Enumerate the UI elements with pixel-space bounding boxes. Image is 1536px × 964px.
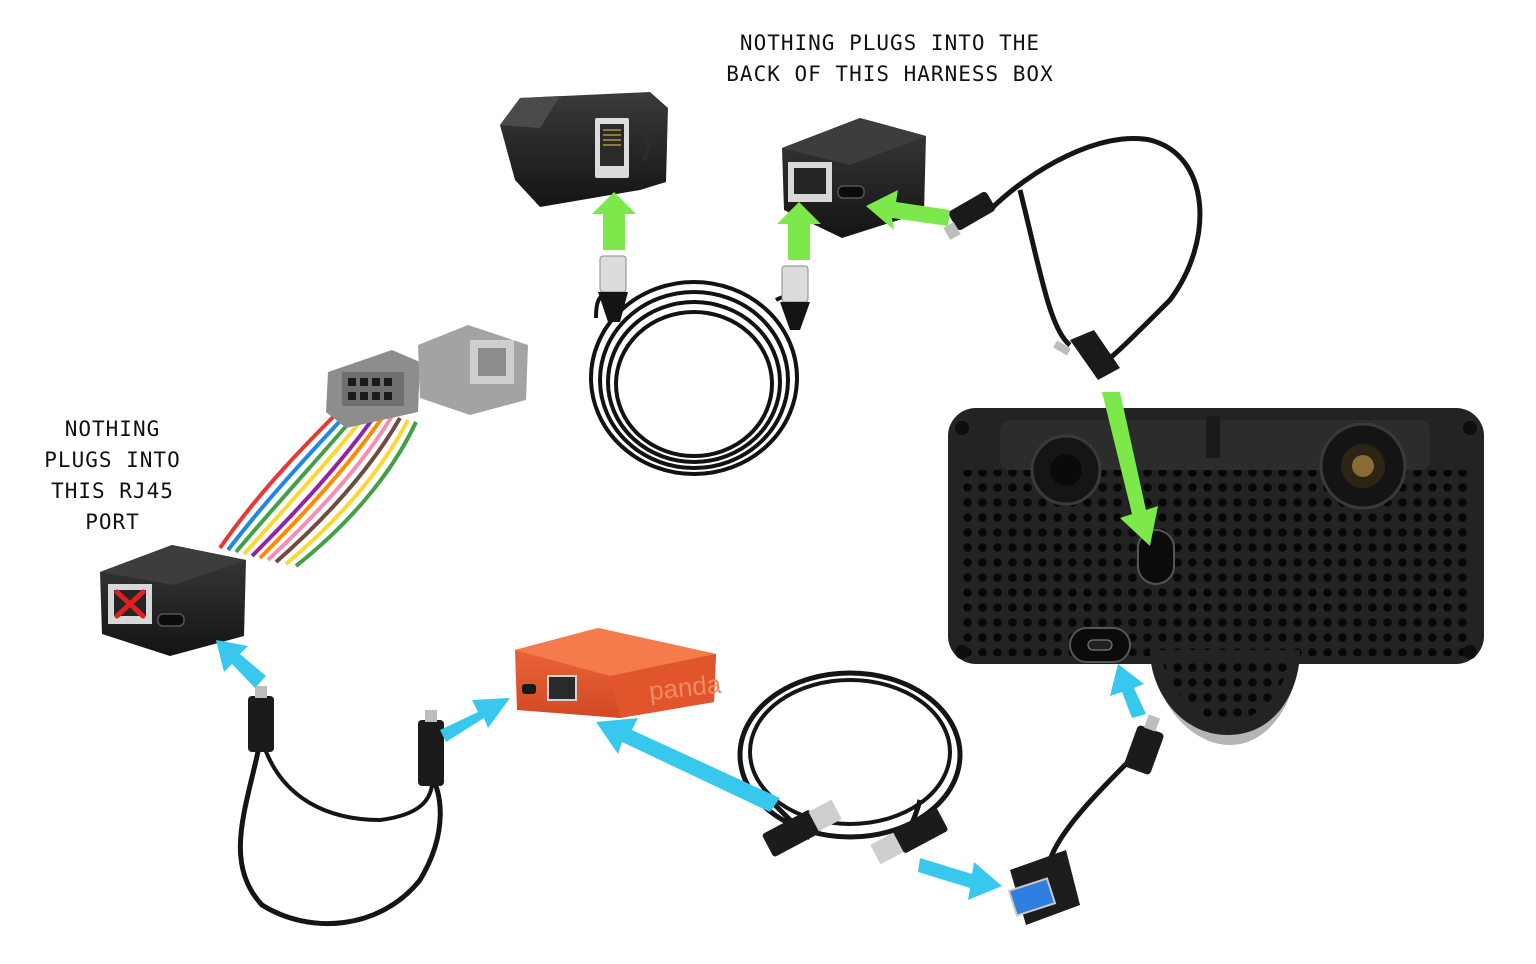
blue-arrow-icon <box>440 698 510 742</box>
comma-device <box>948 408 1484 745</box>
blue-arrow-icon <box>918 858 1002 900</box>
usb-a-cable <box>737 670 963 865</box>
green-arrow-icon <box>592 192 636 250</box>
blue-arrow-icon <box>216 640 266 688</box>
blue-arrow-icon <box>1110 664 1146 718</box>
angled-usb-c-port <box>1137 529 1175 585</box>
green-arrow-icon <box>866 190 950 230</box>
harness-box-left <box>100 545 246 656</box>
rj45-plug-left <box>598 255 628 322</box>
green-arrow-icon <box>777 202 821 260</box>
green-arrow-icon <box>1102 392 1158 546</box>
ethernet-cable <box>589 280 799 476</box>
caption-rj45-port-note: NOTHING PLUGS INTO THIS RJ45 PORT <box>44 417 181 534</box>
rj45-coupler-connector <box>500 92 668 207</box>
usb-a-female-port <box>1007 877 1057 917</box>
usb-c-port <box>837 185 865 199</box>
usb-c-angle-cable <box>943 136 1203 380</box>
rj45-plug-right <box>780 265 810 330</box>
panda-device: panda <box>515 628 723 718</box>
arrows <box>216 190 1158 900</box>
usb-c-cable-bottom <box>237 686 444 926</box>
blue-arrow-icon <box>596 718 780 812</box>
x-mark-icon <box>114 589 146 619</box>
usb-a-port <box>547 675 577 701</box>
wiring-harness <box>218 325 528 568</box>
caption-harness-box-note: NOTHING PLUGS INTO THE BACK OF THIS HARN… <box>726 31 1054 86</box>
usb-c-port-harness <box>157 613 185 627</box>
usb-adapter <box>1007 714 1164 925</box>
